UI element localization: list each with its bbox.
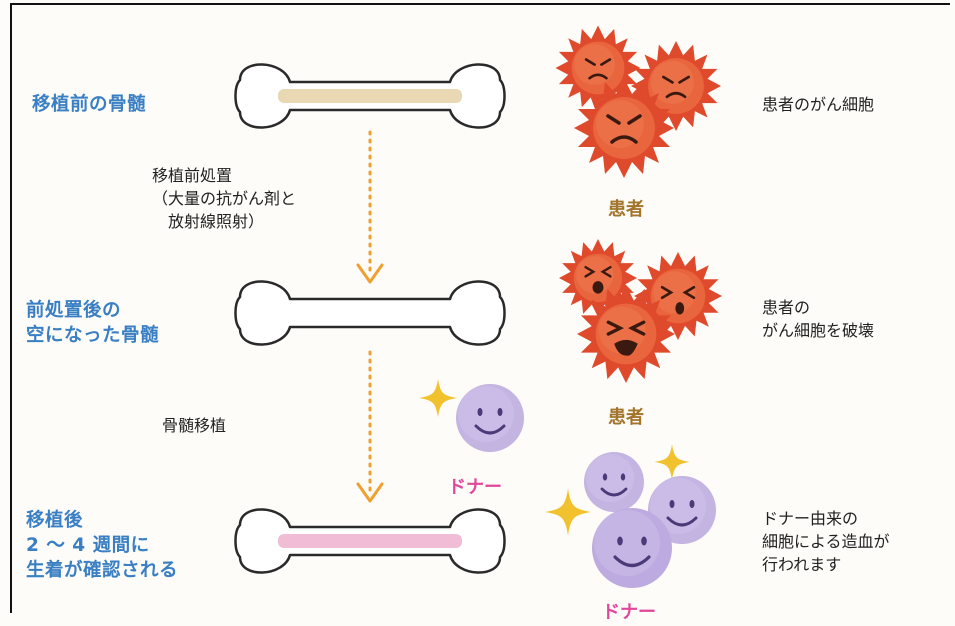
bone-icon	[234, 280, 506, 346]
cancer-cell-icon	[634, 252, 722, 340]
bone-icon	[234, 63, 506, 129]
step-label-conditioning: 移植前処置 （大量の抗がん剤と 放射線照射）	[152, 164, 296, 233]
desc-donor-hematopoiesis: ドナー由来の 細胞による造血が 行われます	[762, 507, 890, 576]
step-line: 放射線照射）	[152, 212, 265, 231]
smiley-cell-icon	[456, 384, 524, 452]
arrow-down-icon	[356, 350, 384, 503]
bone-icon	[234, 508, 506, 574]
desc-line: 患者のがん細胞	[762, 95, 875, 114]
donor-tag: ドナー	[448, 477, 502, 498]
stage-label-after-conditioning: 前処置後の 空になった骨髄	[26, 298, 159, 348]
desc-patient-cancer: 患者のがん細胞	[762, 93, 874, 116]
desc-line: 細胞による造血が	[762, 532, 890, 551]
smiley-cell-icon	[584, 452, 644, 512]
sparkle-icon	[654, 444, 690, 480]
frame-border-top	[10, 3, 950, 5]
desc-destroy-cancer: 患者の がん細胞を破壊	[762, 296, 874, 342]
stage-line: 移植後	[26, 510, 84, 531]
stage-label-after-transplant: 移植後 2 ～ 4 週間に 生着が確認される	[26, 508, 178, 583]
step-line: 移植前処置	[152, 166, 233, 185]
stage-label-before: 移植前の骨髄	[32, 92, 146, 117]
step-label-transplant: 骨髄移植	[162, 414, 226, 437]
desc-line: がん細胞を破壊	[762, 321, 875, 340]
desc-line: ドナー由来の	[762, 509, 859, 528]
sparkle-icon	[544, 488, 592, 536]
cancer-cell-icon	[555, 25, 641, 111]
arrow-down-icon	[356, 130, 384, 284]
step-line: 骨髄移植	[162, 416, 227, 435]
desc-line: 患者の	[762, 298, 811, 317]
step-line: （大量の抗がん剤と	[152, 189, 297, 208]
donor-tag: ドナー	[602, 602, 656, 623]
smiley-cell-icon	[592, 508, 672, 588]
stage-line: 空になった骨髄	[26, 325, 160, 346]
frame-border-left	[10, 3, 12, 613]
patient-tag: 患者	[608, 407, 644, 428]
desc-line: 行われます	[762, 555, 842, 574]
cancer-cell-icon	[559, 239, 637, 317]
stage-line: 移植前の骨髄	[32, 94, 147, 115]
stage-line: 生着が確認される	[26, 560, 179, 581]
stage-line: 2 ～ 4 週間に	[26, 535, 150, 556]
patient-tag: 患者	[608, 199, 644, 220]
cancer-cell-icon	[574, 78, 674, 178]
cancer-cell-icon	[577, 285, 675, 383]
stage-line: 前処置後の	[26, 300, 122, 321]
cancer-cell-icon	[631, 41, 721, 131]
sparkle-icon	[418, 378, 458, 418]
